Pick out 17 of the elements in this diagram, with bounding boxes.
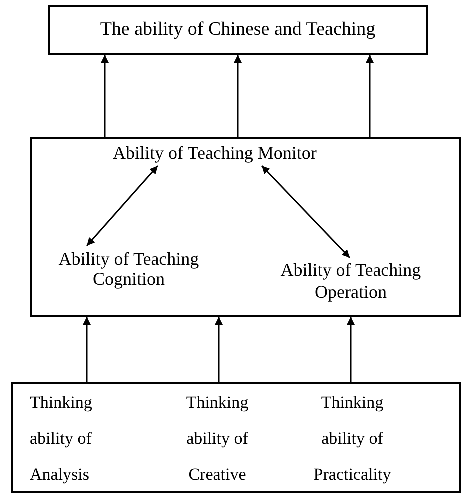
container-box — [11, 382, 461, 493]
node-label: Thinking ability of Creative — [170, 388, 265, 490]
arrow — [101, 55, 109, 137]
arrow — [83, 317, 91, 382]
node-label: Ability of Teaching Cognition — [33, 246, 225, 292]
arrow — [215, 317, 223, 382]
node-label: Thinking ability of Practicality — [300, 388, 405, 490]
node-label: Ability of Teaching Operation — [260, 258, 442, 304]
container-box — [30, 137, 461, 317]
arrow — [86, 166, 159, 246]
node-label: Ability of Teaching Monitor — [80, 140, 350, 166]
node-label: Thinking ability of Analysis — [30, 388, 125, 490]
process-box: The ability of Chinese and Teaching — [48, 5, 428, 55]
arrow — [366, 55, 374, 137]
arrow — [234, 55, 242, 137]
arrow — [347, 317, 355, 382]
arrow — [261, 165, 351, 259]
